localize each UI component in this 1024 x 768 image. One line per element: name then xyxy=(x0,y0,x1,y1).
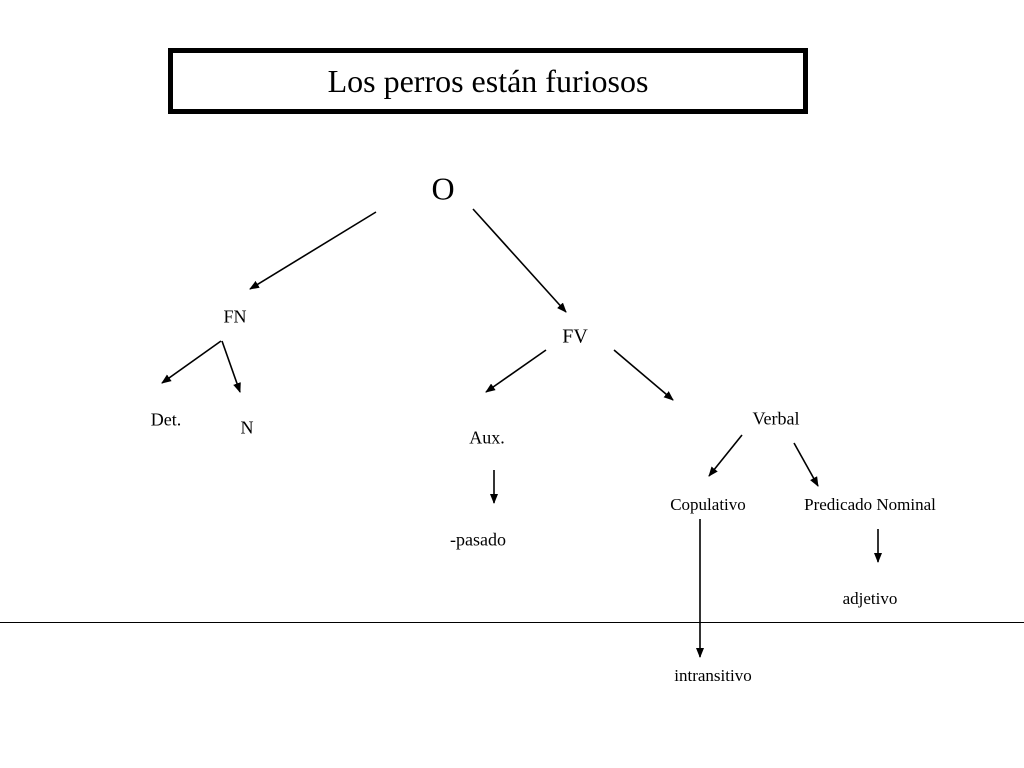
edge-verbal-copulativo xyxy=(708,434,743,477)
node-intransitivo: intransitivo xyxy=(674,666,752,685)
node-fn: FN xyxy=(223,306,247,327)
node-adjetivo: adjetivo xyxy=(842,589,898,608)
node-predicado-nominal: Predicado Nominal xyxy=(804,495,936,514)
node-verbal: Verbal xyxy=(752,408,800,429)
horizontal-divider xyxy=(0,622,1024,623)
edge-fn-n xyxy=(221,340,241,393)
node-o: O xyxy=(431,170,455,207)
node-fv: FV xyxy=(562,325,588,348)
node-det: Det. xyxy=(150,409,182,430)
edge-fv-aux xyxy=(485,349,547,393)
edge-o-fn xyxy=(249,211,377,290)
edge-fv-verbal xyxy=(613,349,674,401)
page-title: Los perros están furiosos xyxy=(327,62,649,99)
node-copulativo: Copulativo xyxy=(670,495,746,514)
node-aux: Aux. xyxy=(469,427,505,448)
edge-fn-det xyxy=(161,340,222,384)
edge-o-fv xyxy=(472,208,567,313)
node-n: N xyxy=(240,417,254,438)
title-box: Los perros están furiosos xyxy=(168,48,808,114)
node-pasado: -pasado xyxy=(450,529,506,550)
edge-verbal-predicado xyxy=(793,442,819,487)
